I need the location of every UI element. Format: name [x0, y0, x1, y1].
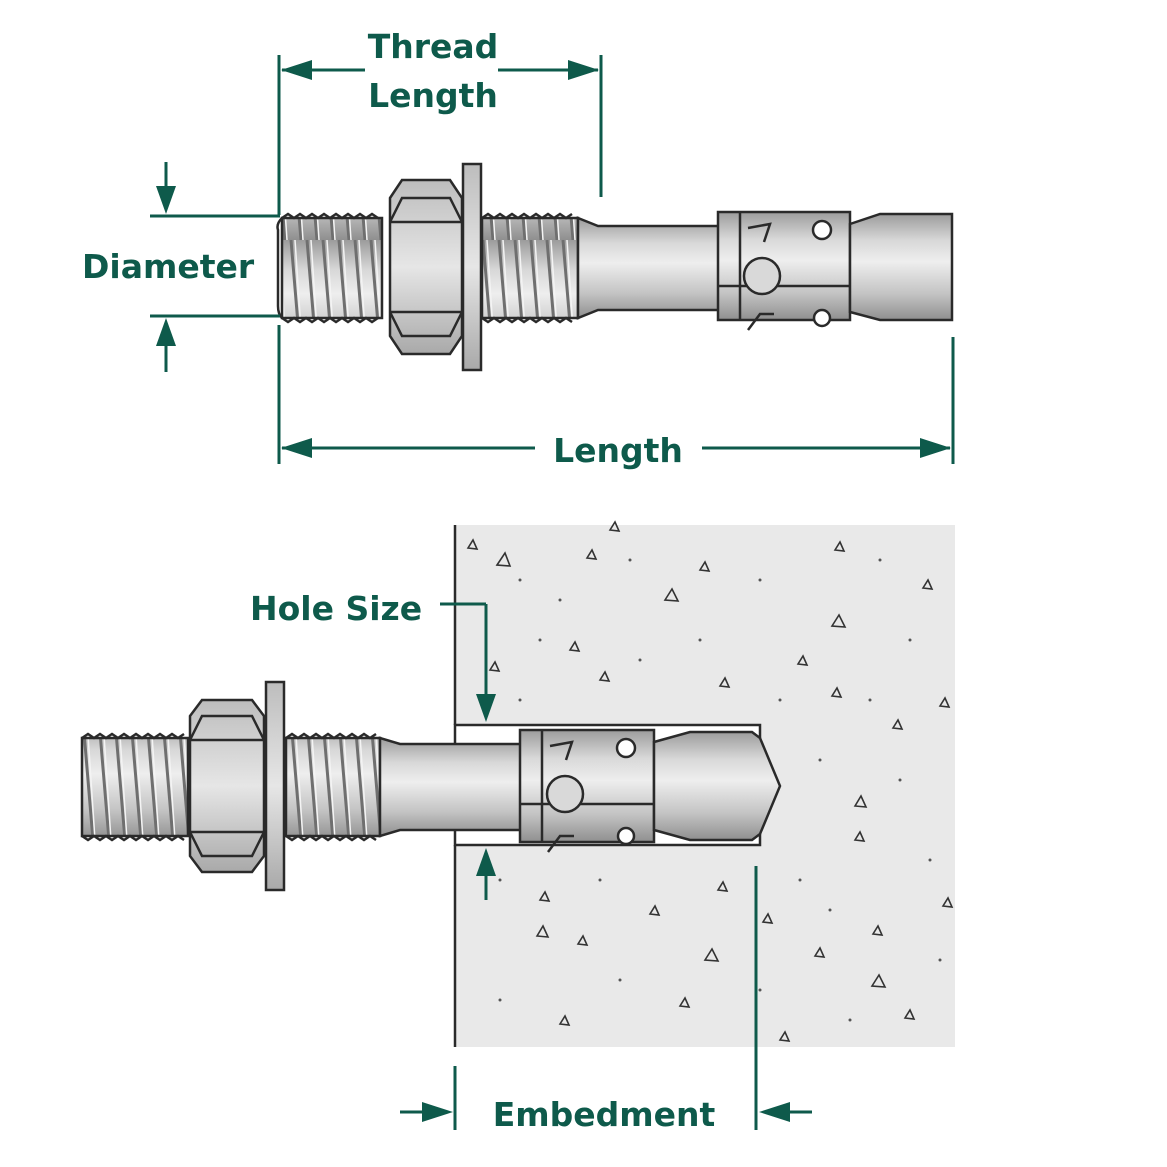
top-thread-right	[480, 216, 580, 320]
installed-expansion-clip	[518, 728, 656, 853]
length-label: Length	[553, 431, 683, 470]
arrow-icon	[920, 438, 951, 458]
arrow-up-icon	[156, 318, 176, 346]
installed-washer	[264, 680, 286, 892]
top-anchor	[276, 162, 954, 372]
aggregate-dots	[498, 558, 942, 1022]
length-dimension	[277, 325, 955, 464]
arrow-up-icon	[476, 848, 496, 876]
top-shank	[576, 216, 722, 320]
installed-anchor	[80, 680, 782, 892]
arrow-down-icon	[476, 694, 496, 722]
diameter-label: Diameter	[82, 247, 255, 286]
installed-hex-nut	[188, 698, 266, 874]
hole-size-label: Hole Size	[250, 589, 422, 628]
top-thread-left	[280, 216, 384, 320]
arrow-left-icon	[759, 1102, 790, 1122]
top-hex-nut	[388, 178, 464, 356]
diameter-dimension	[150, 162, 280, 372]
embedment-dimension	[400, 866, 812, 1130]
thread-length-label-line2: Length	[368, 76, 498, 115]
arrow-icon	[281, 60, 312, 80]
top-expansion-clip	[716, 210, 852, 331]
arrow-icon	[281, 438, 312, 458]
hole-size-dimension	[440, 602, 496, 900]
arrow-right-icon	[422, 1102, 453, 1122]
thread-length-dimension	[277, 55, 603, 215]
aggregate-marks	[466, 520, 954, 1042]
arrow-down-icon	[156, 186, 176, 214]
arrow-icon	[568, 60, 599, 80]
top-cone	[848, 212, 954, 322]
embedment-label: Embedment	[493, 1095, 716, 1134]
top-washer	[461, 162, 483, 372]
thread-length-label-line1: Thread	[368, 27, 499, 66]
